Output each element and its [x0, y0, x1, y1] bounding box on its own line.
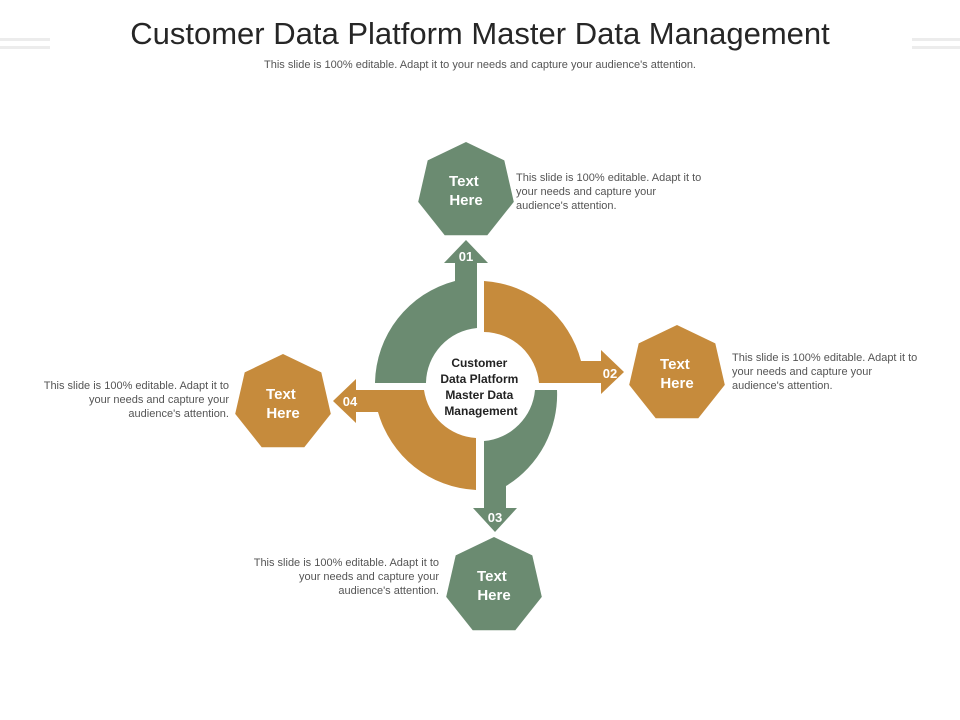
step-description-01: This slide is 100% editable. Adapt it to… [516, 172, 702, 212]
heptagon-heading-03: Text Here [477, 568, 511, 604]
center-circle [431, 335, 531, 435]
heptagon-heading-01: Text Here [449, 173, 483, 209]
decorative-line-left-bottom [0, 46, 50, 49]
heptagon-badge-01 [418, 142, 514, 236]
decorative-line-right-top [912, 38, 960, 41]
step-number-03: 03 [488, 510, 502, 525]
center-label-line: Master Data [445, 388, 513, 402]
center-label-line: Customer [451, 356, 507, 370]
heptagon-badge-02 [629, 325, 725, 419]
center-label-line: Data Platform [440, 372, 518, 386]
decorative-line-right-bottom [912, 46, 960, 49]
segment-03 [473, 390, 558, 532]
step-description-04: This slide is 100% editable. Adapt it to… [43, 380, 229, 420]
segment-04 [333, 379, 476, 490]
step-number-02: 02 [603, 366, 617, 381]
center-label: Customer Data Platform Master Data Manag… [440, 356, 521, 418]
step-number-04: 04 [343, 394, 358, 409]
page-subtitle: This slide is 100% editable. Adapt it to… [264, 59, 696, 71]
segment-02 [484, 281, 624, 394]
heptagon-badge-04 [235, 354, 331, 448]
center-label-line: Management [444, 404, 517, 418]
decorative-line-left-top [0, 38, 50, 41]
segment-01 [375, 240, 488, 383]
step-number-01: 01 [459, 249, 473, 264]
step-description-02: This slide is 100% editable. Adapt it to… [732, 352, 918, 392]
heptagon-heading-04: Text Here [266, 386, 300, 422]
page-title: Customer Data Platform Master Data Manag… [130, 16, 830, 51]
heptagon-heading-02: Text Here [660, 356, 694, 392]
heptagon-badge-03 [446, 537, 542, 631]
step-description-03: This slide is 100% editable. Adapt it to… [253, 557, 439, 597]
